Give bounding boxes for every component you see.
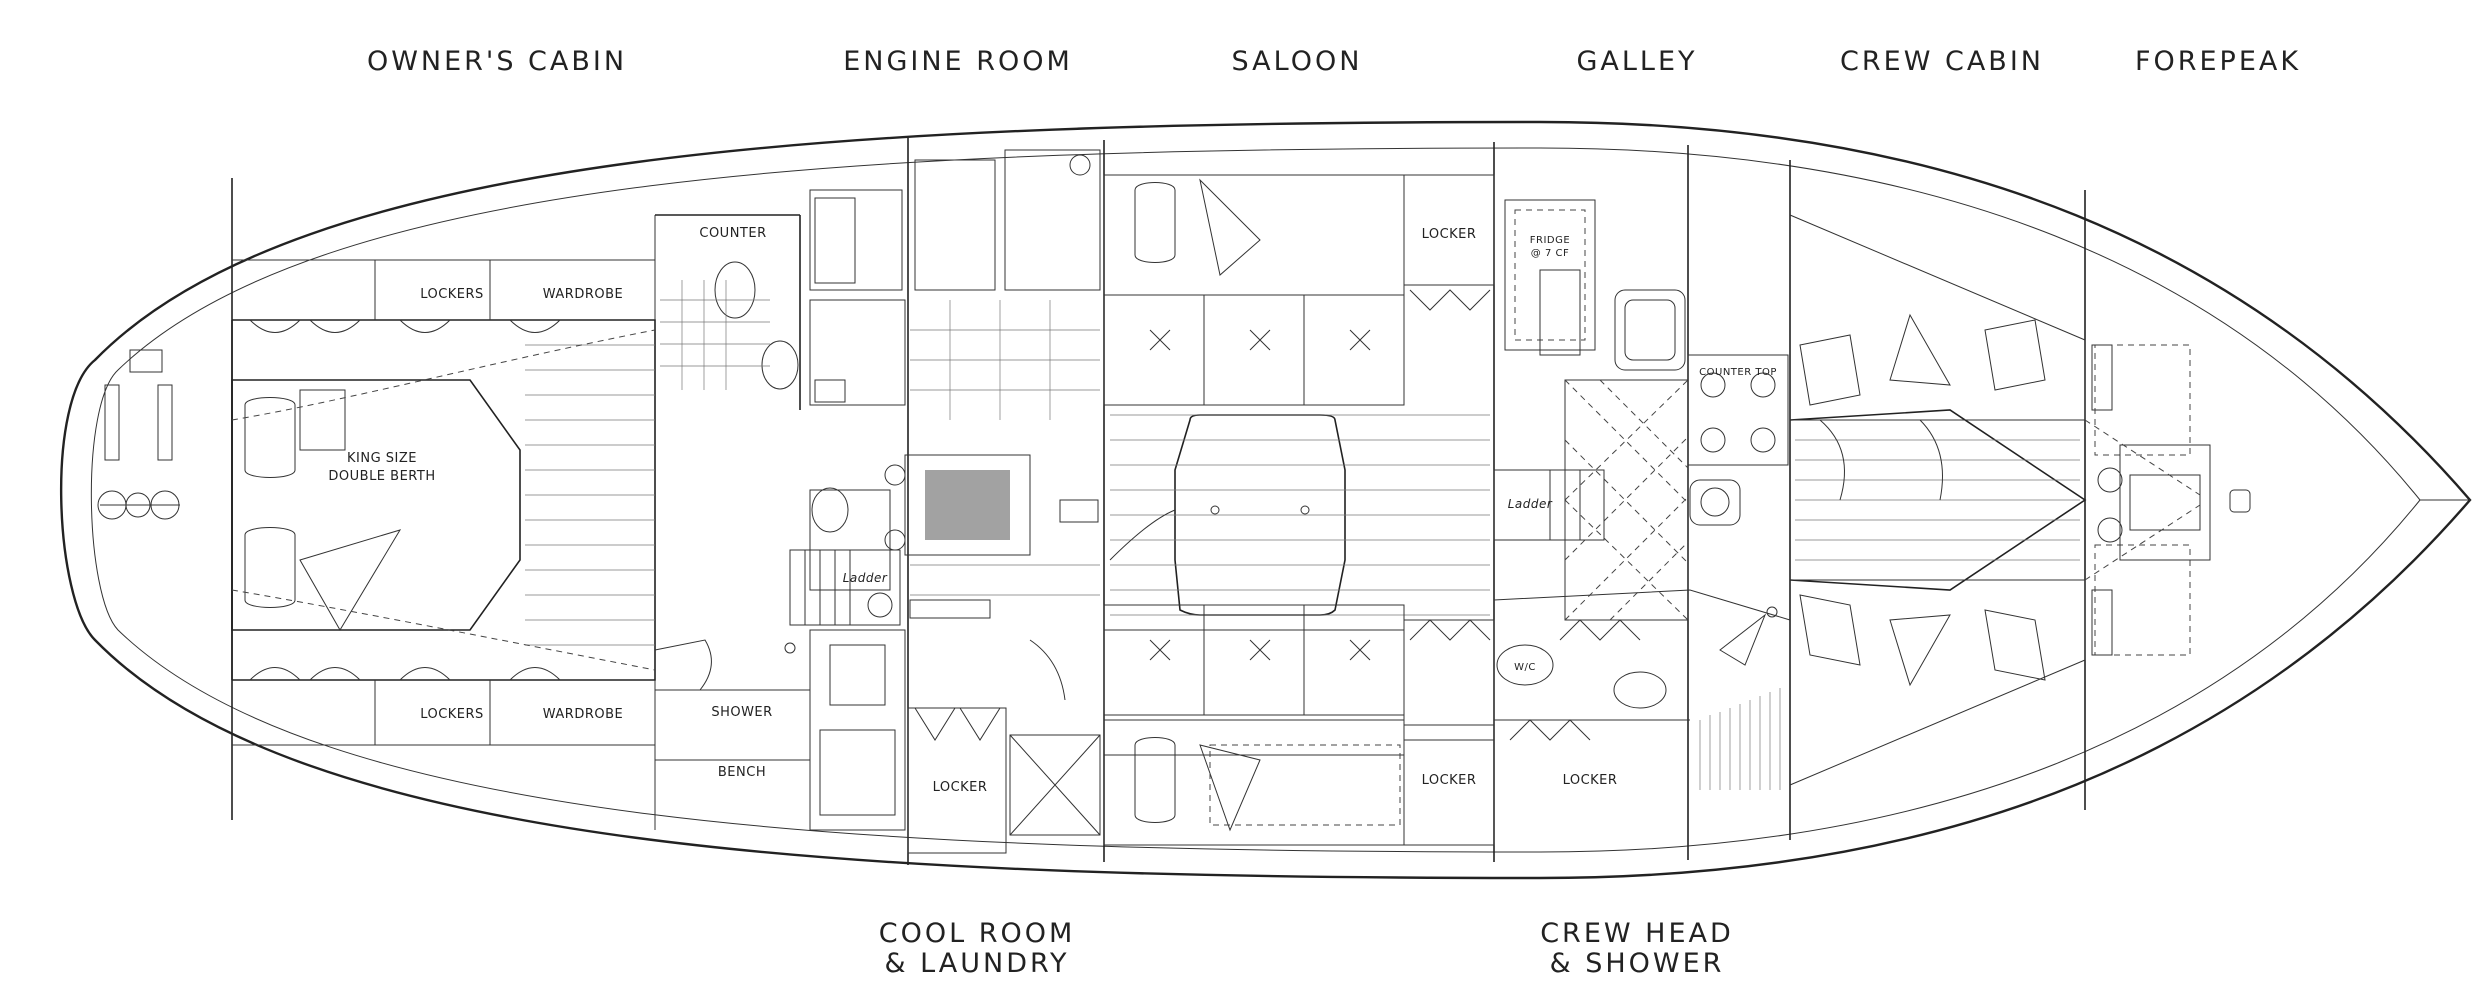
label-lockers-top: LOCKERS: [420, 287, 484, 302]
label-ladder-fwd: Ladder: [1508, 497, 1553, 511]
label-locker-head: LOCKER: [1563, 773, 1618, 788]
title-crew-head-line2: & SHOWER: [1550, 948, 1725, 979]
label-counter-top: COUNTER TOP: [1699, 367, 1777, 378]
bulkheads: [231, 138, 2086, 865]
label-lockers-bottom: LOCKERS: [420, 707, 484, 722]
title-owners-cabin: OWNER'S CABIN: [367, 46, 627, 77]
label-fridge-line2: @ 7 CF: [1531, 248, 1569, 259]
title-cool-room-line1: COOL ROOM: [879, 918, 1076, 949]
owners-head: COUNTER SHOWER BENCH: [654, 214, 811, 830]
forepeak: [2084, 344, 2251, 656]
label-ladder-aft: Ladder: [843, 571, 888, 585]
label-locker-cool: LOCKER: [933, 780, 988, 795]
saloon: LOCKER LOCKER: [1103, 174, 1495, 846]
label-wardrobe-bottom: WARDROBE: [543, 707, 623, 722]
engine-room: Ladder: [789, 149, 1101, 626]
label-fridge-line1: FRIDGE: [1530, 235, 1570, 246]
title-forepeak: FOREPEAK: [2135, 46, 2301, 77]
crew-cabin: [1789, 214, 2087, 786]
label-locker-saloon-bottom: LOCKER: [1422, 773, 1477, 788]
label-berth-line1: KING SIZE: [347, 451, 417, 466]
cool-room-laundry: LOCKER: [809, 629, 1101, 854]
title-crew-head-line1: CREW HEAD: [1540, 918, 1734, 949]
galley: Ladder FRIDGE @ 7 CF COUNTER TOP: [1493, 199, 1789, 621]
title-cool-room-line2: & LAUNDRY: [884, 948, 1069, 979]
owners-cabin: LOCKERS WARDROBE KING SIZE DOUBLE BERTH …: [231, 215, 656, 830]
title-engine-room: ENGINE ROOM: [843, 46, 1073, 77]
label-bench: BENCH: [718, 765, 766, 780]
label-wardrobe-top: WARDROBE: [543, 287, 623, 302]
label-berth-line2: DOUBLE BERTH: [328, 469, 435, 484]
title-galley: GALLEY: [1576, 46, 1697, 77]
label-locker-saloon-top: LOCKER: [1422, 227, 1477, 242]
title-crew-cabin: CREW CABIN: [1840, 46, 2044, 77]
steering-gear: [97, 349, 180, 520]
label-shower: SHOWER: [711, 705, 772, 720]
label-counter: COUNTER: [699, 226, 766, 241]
title-saloon: SALOON: [1232, 46, 1363, 77]
label-wc: W/C: [1514, 662, 1536, 673]
hull-outline: [60, 120, 2472, 880]
crew-head: W/C LOCKER: [1493, 589, 1791, 790]
